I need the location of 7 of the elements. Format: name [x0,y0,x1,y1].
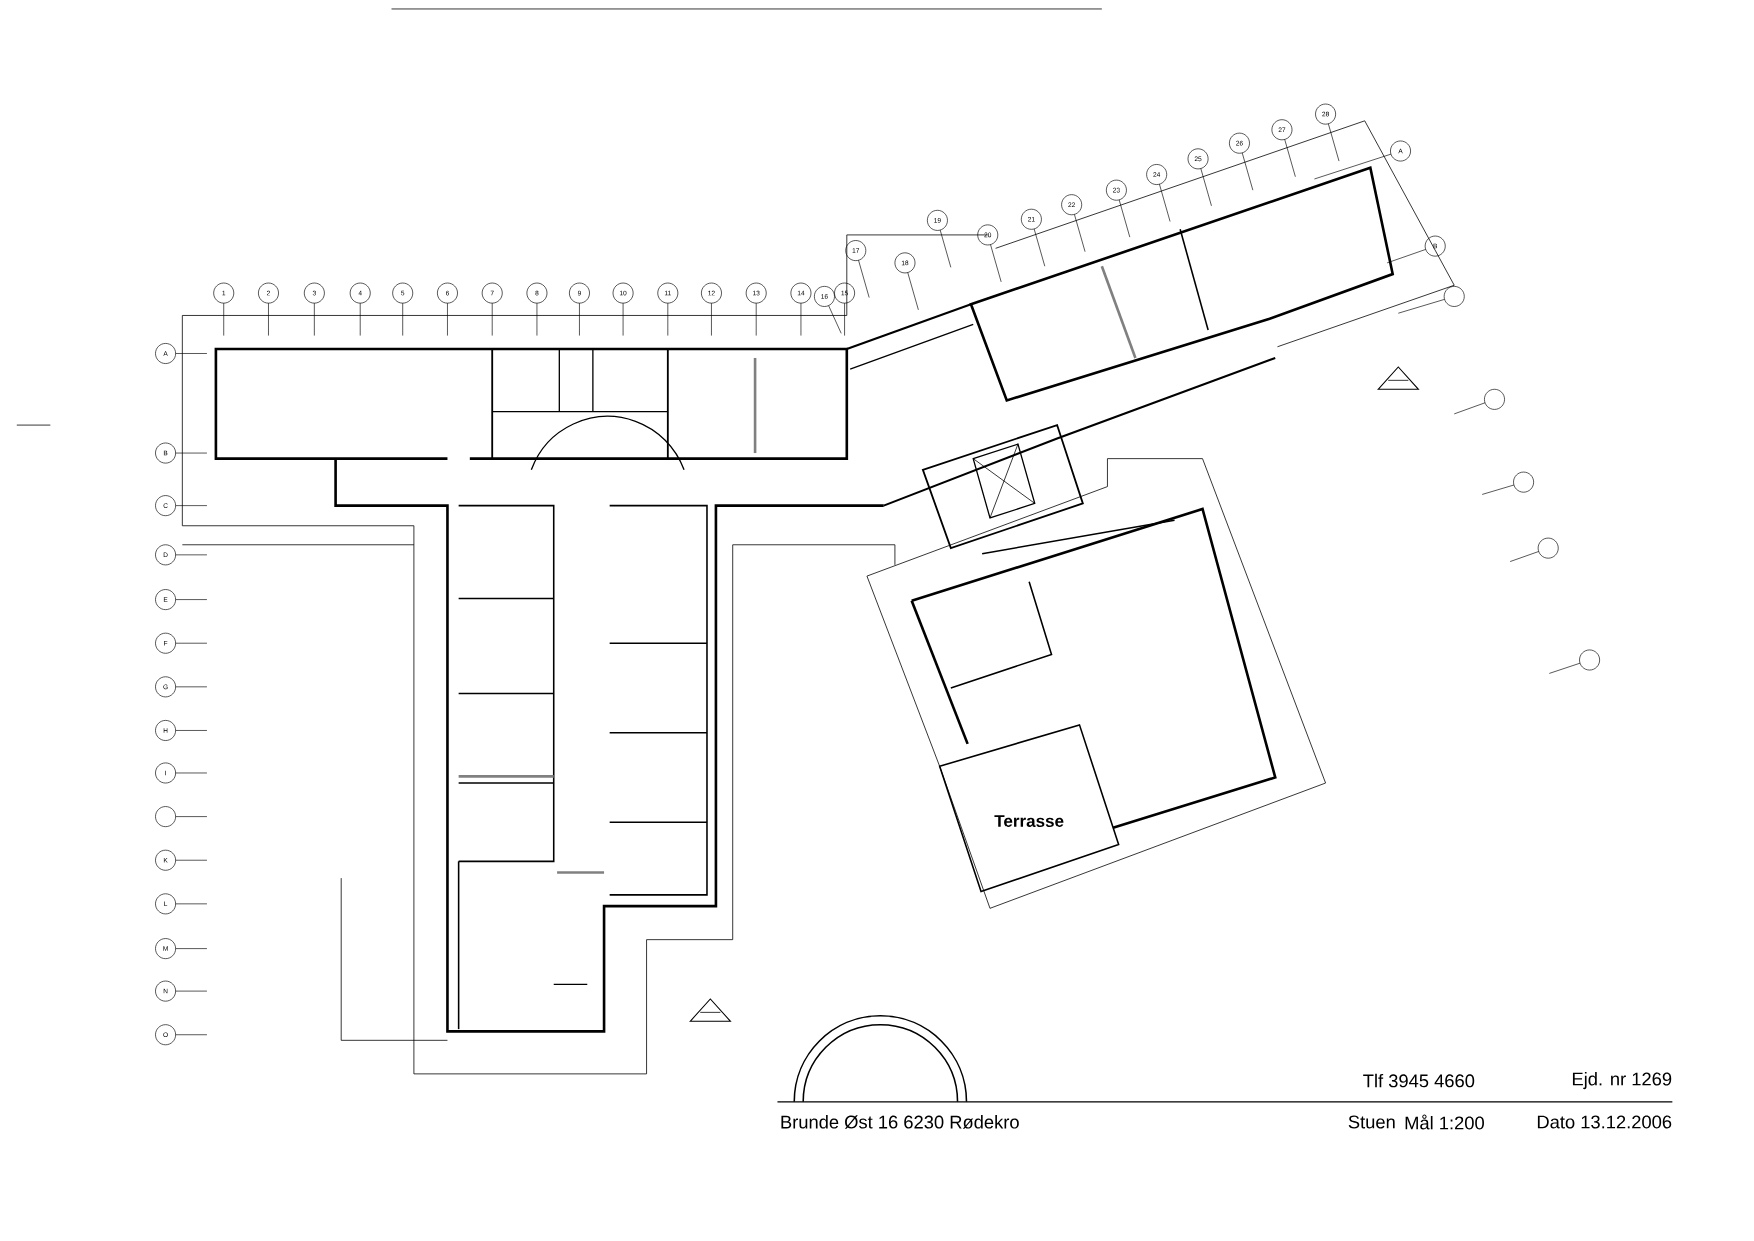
title-block-text: Ejd. nr 1269 [1572,1072,1672,1090]
title-block-text: Brunde Øst 16 6230 Rødekro [781,1115,1019,1130]
title-block-text: Stuen [1348,1115,1395,1129]
title-block-text: Dato 13.12.2006 [1537,1115,1672,1129]
terrace-area: Terrasse [938,724,1120,893]
title-block-text: Mål 1:200 [1405,1114,1484,1130]
title-block-text: Tlf 3945 4660 [1363,1074,1475,1088]
